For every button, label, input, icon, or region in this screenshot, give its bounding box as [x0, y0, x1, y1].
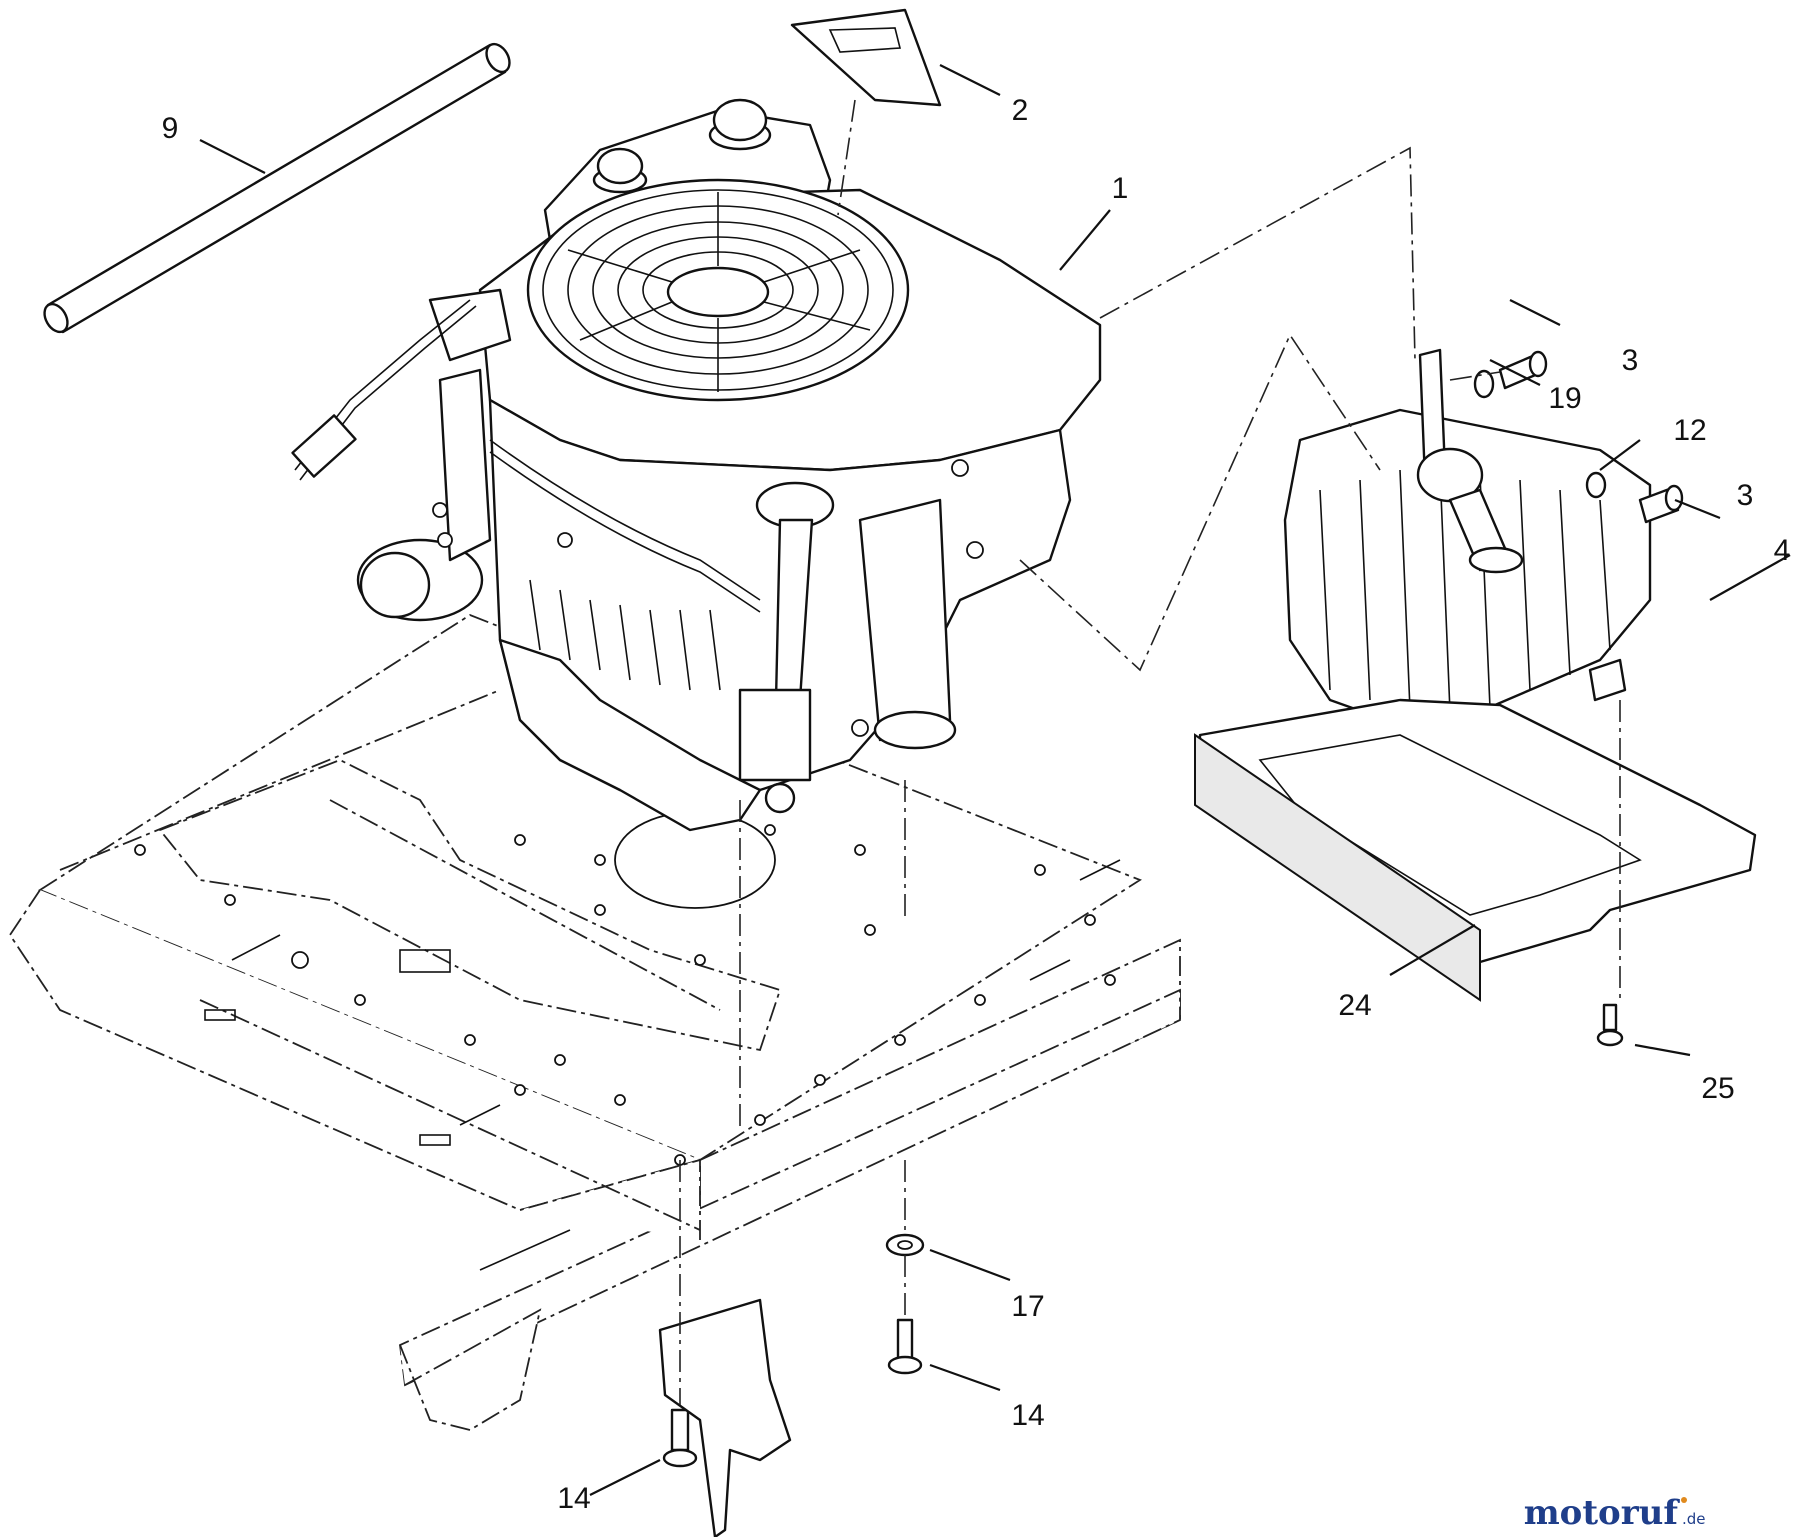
callout-9: 9	[162, 112, 179, 145]
callout-14-left: 14	[557, 1482, 590, 1515]
svg-text:.de: .de	[1682, 1510, 1706, 1528]
watermark-dot-icon	[1681, 1497, 1687, 1503]
callout-12: 12	[1673, 414, 1706, 447]
watermark-suffix: .de	[1682, 1510, 1706, 1528]
assembly-lines	[679, 146, 1621, 1405]
callout-19: 19	[1548, 382, 1581, 415]
chassis-frame	[8, 613, 1181, 1431]
engine	[291, 98, 1102, 832]
callout-4: 4	[1774, 534, 1791, 567]
callout-1: 1	[1112, 172, 1129, 205]
muffler-part-4	[1283, 348, 1652, 727]
callout-17: 17	[1011, 1290, 1044, 1323]
watermark-brand: motoruf	[1524, 1493, 1681, 1533]
fasteners	[658, 350, 1684, 1537]
callout-14-right: 14	[1011, 1399, 1044, 1432]
svg-text:motoruf: motoruf	[1524, 1493, 1681, 1533]
watermark: motoruf .de	[1524, 1493, 1706, 1533]
callout-24: 24	[1338, 989, 1371, 1022]
callout-2: 2	[1012, 94, 1029, 127]
callout-3-mid: 3	[1737, 479, 1754, 512]
callout-leaders	[199, 64, 1791, 1496]
callout-labels: 9 2 1 3 19 12 3 4 24 25 17 14 14	[162, 94, 1791, 1515]
callout-3-top: 3	[1622, 344, 1639, 377]
heat-shield-part-24	[1194, 698, 1757, 1002]
callout-25: 25	[1701, 1072, 1734, 1105]
decal-part-2	[790, 8, 942, 216]
fuel-hose-part-9	[43, 42, 511, 334]
